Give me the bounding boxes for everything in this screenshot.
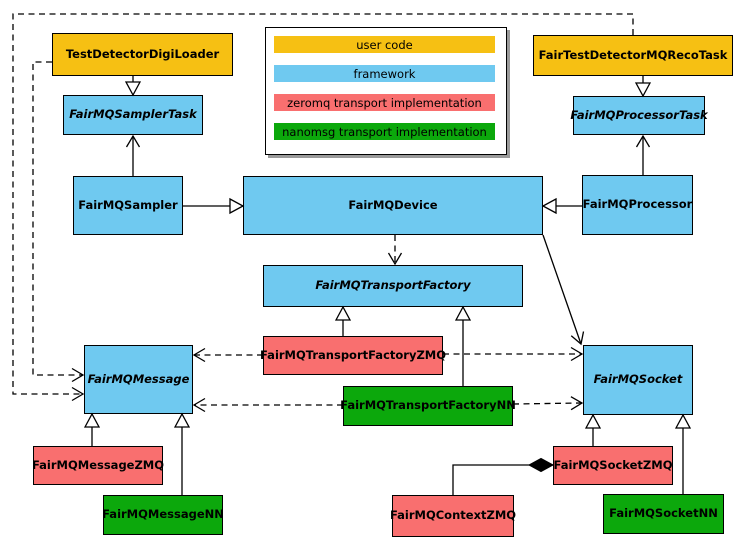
node-fairmq-processor: FairMQProcessor xyxy=(582,175,693,235)
legend: user code framework zeromq transport imp… xyxy=(265,27,507,155)
node-fairmq-message: FairMQMessage xyxy=(84,345,193,414)
legend-item-nanomsg: nanomsg transport implementation xyxy=(274,123,495,140)
node-fairmq-socket-nn: FairMQSocketNN xyxy=(603,494,724,534)
node-fairmq-transport-factory: FairMQTransportFactory xyxy=(263,265,523,307)
node-fairmq-message-nn: FairMQMessageNN xyxy=(102,495,224,535)
node-fairmq-socket: FairMQSocket xyxy=(583,345,693,415)
node-fairmq-device: FairMQDevice xyxy=(243,176,543,235)
edge-contextZmq-socketZmq-composition xyxy=(452,457,555,495)
legend-item-user-code: user code xyxy=(274,36,495,53)
edge-tfNn-socket-dashed xyxy=(512,396,584,411)
legend-item-zeromq: zeromq transport implementation xyxy=(274,94,495,111)
node-fairmq-transport-factory-zmq: FairMQTransportFactoryZMQ xyxy=(260,336,446,375)
legend-item-framework: framework xyxy=(274,65,495,82)
node-fairmq-sampler: FairMQSampler xyxy=(73,176,183,235)
node-fairmq-socket-zmq: FairMQSocketZMQ xyxy=(553,446,673,485)
node-fairmq-processor-task: FairMQProcessorTask xyxy=(570,96,708,135)
node-fair-test-detector-mq-reco-task: FairTestDetectorMQRecoTask xyxy=(533,35,733,76)
node-fairmq-sampler-task: FairMQSamplerTask xyxy=(63,95,203,135)
node-fairmq-transport-factory-nn: FairMQTransportFactoryNN xyxy=(340,386,516,426)
edge-device-socket-arrow xyxy=(542,234,585,346)
node-test-detector-digi-loader: TestDetectorDigiLoader xyxy=(52,33,233,76)
node-fairmq-context-zmq: FairMQContextZMQ xyxy=(390,495,516,537)
node-fairmq-message-zmq: FairMQMessageZMQ xyxy=(32,446,164,485)
